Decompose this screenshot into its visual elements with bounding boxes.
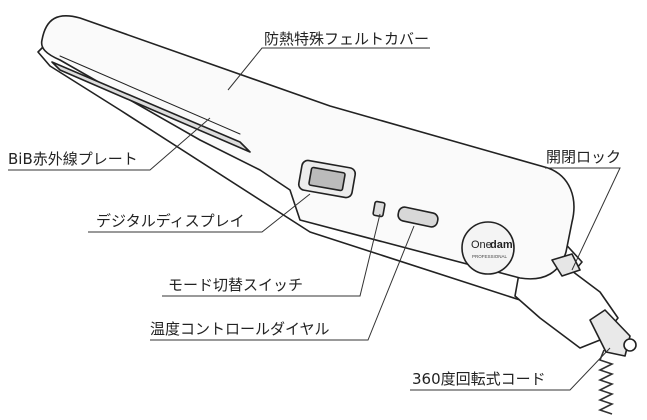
brand-name-part1: One	[471, 239, 492, 251]
brand-name-part2: dam	[490, 239, 513, 251]
leader-temp-control	[150, 225, 415, 341]
leader-felt-cover	[227, 47, 430, 91]
leader-swivel-cord	[410, 347, 611, 391]
leader-lines	[8, 47, 621, 391]
display-screen	[308, 166, 346, 192]
coiled-cord	[597, 349, 615, 415]
leader-infrared-plate	[8, 117, 211, 171]
mode-switch	[372, 200, 386, 218]
callout-mode-switch: モード切替スイッチ	[168, 276, 304, 294]
upper-arm-felt-cover	[40, 15, 575, 280]
lock-lever	[551, 253, 581, 277]
callout-swivel-cord: 360度回転式コード	[412, 370, 546, 388]
cord-swivel	[589, 309, 631, 357]
plate-edge	[51, 61, 251, 153]
leader-open-close-lock	[545, 167, 621, 271]
callout-felt-cover: 防熱特殊フェルトカバー	[264, 30, 430, 48]
callout-infrared-plate: BiB赤外線プレート	[8, 150, 138, 168]
callout-open-close-lock: 開閉ロック	[546, 148, 622, 166]
logo-emblem	[461, 221, 515, 275]
leader-mode-switch	[162, 213, 381, 297]
cord-ring	[623, 338, 637, 352]
temp-dial	[397, 206, 439, 228]
leader-digital-display	[88, 193, 311, 233]
callout-digital-display: デジタルディスプレイ	[96, 212, 245, 230]
brand-sub: PROFESSIONAL	[472, 254, 508, 259]
callout-temp-control: 温度コントロールダイヤル	[150, 320, 330, 338]
